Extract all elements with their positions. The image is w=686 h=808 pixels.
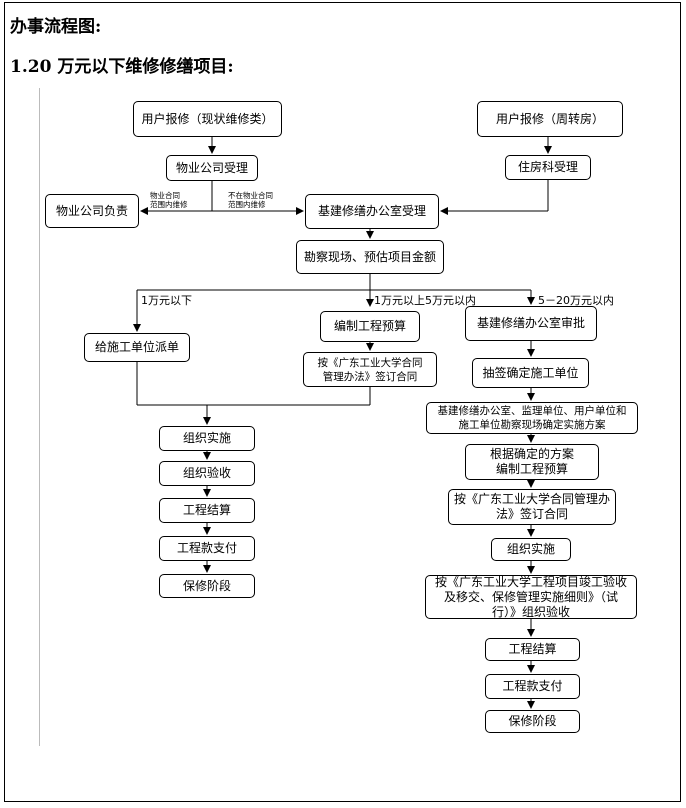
in-contract-label: 物业合同 范围内维修 (150, 191, 188, 209)
right-settlement-box: 工程结算 (485, 638, 580, 661)
right-warranty-box: 保修阶段 (485, 710, 580, 733)
housing-accept-box: 住房科受理 (505, 155, 591, 180)
sign-contract-box: 按《广东工业大学合同 管理办法》签订合同 (303, 352, 437, 387)
left-step-settlement-box: 工程结算 (159, 498, 255, 523)
budget-box: 编制工程预算 (320, 311, 420, 342)
dispatch-box: 给施工单位派单 (84, 333, 190, 362)
survey-box: 勘察现场、预估项目金额 (296, 240, 444, 274)
1w-5w-label: 1万元以上5万元以内 (374, 294, 476, 307)
user-report-turnover-box: 用户报修（周转房） (477, 101, 623, 137)
user-report-current-box: 用户报修（现状维修类） (133, 101, 282, 137)
left-step-warranty-box: 保修阶段 (159, 574, 255, 598)
plan-budget-box: 根据确定的方案 编制工程预算 (465, 444, 599, 480)
sign-contract-long-box: 按《广东工业大学合同管理办 法》签订合同 (448, 489, 616, 525)
below-1w-label: 1万元以下 (141, 294, 192, 307)
left-step-implement-box: 组织实施 (159, 426, 255, 451)
property-accept-box: 物业公司受理 (166, 155, 258, 181)
office-approve-box: 基建修缮办公室审批 (465, 306, 597, 341)
left-step-payment-box: 工程款支付 (159, 536, 255, 561)
property-responsible-box: 物业公司负责 (45, 194, 139, 228)
margin-rule (39, 88, 40, 746)
section-heading: 1.20 万元以下维修修缮项目: (10, 57, 234, 77)
out-contract-label: 不在物业合同 范围内维修 (228, 191, 273, 209)
5w-20w-label: 5－20万元以内 (538, 294, 614, 307)
right-acceptance-box: 按《广东工业大学工程项目竣工验收 及移交、保修管理实施细则》（试 行）》组织验收 (425, 575, 637, 619)
office-accept-box: 基建修缮办公室受理 (305, 194, 439, 229)
page-frame (4, 2, 681, 802)
left-step-acceptance-box: 组织验收 (159, 461, 255, 486)
lottery-box: 抽签确定施工单位 (472, 358, 589, 388)
joint-survey-box: 基建修缮办公室、监理单位、用户单位和 施工单位勘察现场确定实施方案 (426, 402, 638, 434)
right-implement-box: 组织实施 (491, 538, 571, 561)
page-heading: 办事流程图: (10, 17, 102, 37)
right-payment-box: 工程款支付 (485, 674, 580, 699)
